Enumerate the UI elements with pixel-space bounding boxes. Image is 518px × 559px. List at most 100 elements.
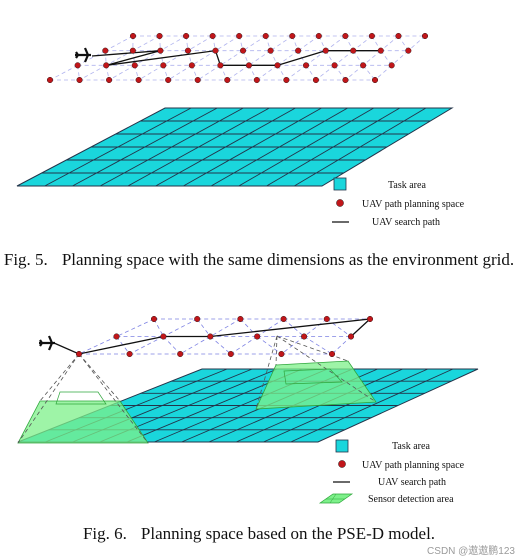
planning-node [315, 32, 322, 40]
planning-node [160, 62, 167, 69]
sensor-footprint [255, 360, 377, 410]
planning-node [183, 32, 190, 40]
planning-node [217, 62, 224, 69]
sensor-ray [17, 353, 80, 444]
planning-edge [134, 50, 161, 66]
planning-edge [179, 336, 211, 355]
planning-node [328, 350, 336, 358]
planning-node [240, 47, 247, 54]
legend-planning-node [336, 199, 344, 207]
figure-5: Task area UAV path planning space UAV se… [16, 32, 465, 228]
planning-nodes-fig5 [46, 32, 429, 84]
planning-diagonal [196, 318, 211, 337]
planning-edge [391, 50, 409, 66]
planning-edge [352, 35, 373, 51]
planning-edge [79, 64, 107, 81]
uav-search-path-fig6 [53, 318, 372, 355]
planning-node [245, 62, 252, 69]
planning-node [224, 76, 231, 84]
legend-search-path-label: UAV search path [372, 217, 440, 228]
planning-node [156, 32, 163, 40]
planning-edge [345, 65, 364, 81]
planning-node [278, 350, 285, 358]
sensor-ray [39, 353, 80, 402]
planning-edge [270, 35, 293, 51]
legend-task-area-swatch [333, 177, 347, 191]
planning-node [405, 47, 412, 54]
planning-edge [331, 336, 352, 355]
planning-node [322, 47, 329, 54]
planning-space-lines-fig5 [49, 35, 426, 81]
planning-node [350, 47, 357, 54]
planning-node [421, 32, 429, 40]
planning-edge [334, 50, 354, 66]
planning-edge [108, 64, 135, 81]
legend-task-area-label: Task area [388, 180, 426, 191]
planning-diagonal [163, 336, 181, 355]
planning-edge [227, 65, 250, 81]
planning-node [131, 62, 138, 69]
planning-node [371, 76, 379, 84]
planning-node [106, 76, 113, 84]
planning-node [74, 62, 81, 69]
planning-node [150, 315, 158, 323]
planning-edge [105, 35, 134, 52]
planning-diagonal [153, 318, 164, 337]
planning-node [135, 76, 142, 84]
planning-edge [163, 50, 189, 66]
legend-sensor-swatch [318, 493, 354, 504]
sensor-ray [78, 353, 121, 402]
uav-icon [39, 335, 55, 351]
planning-edge [49, 64, 78, 81]
planning-diagonal [303, 336, 333, 355]
planning-node [301, 333, 308, 340]
sensor-area-left [17, 353, 149, 444]
planning-edge [277, 50, 299, 66]
planning-node [302, 62, 310, 69]
planning-node [280, 315, 287, 323]
planning-node [126, 350, 133, 358]
planning-node [194, 315, 201, 323]
planning-node [188, 62, 195, 69]
planning-edge [408, 35, 426, 51]
sensor-area-right [255, 335, 377, 410]
sensor-inner-cell [283, 368, 343, 385]
planning-diagonal [256, 336, 282, 355]
planning-edge [325, 35, 346, 51]
figure-5-number: Fig. 5. [3, 250, 48, 269]
planning-node [254, 333, 261, 340]
planning-node [323, 315, 330, 323]
figure-5-caption-text: Planning space with the same dimensions … [61, 250, 515, 269]
legend-task-area-swatch [335, 439, 349, 453]
planning-edge [286, 65, 307, 81]
planning-node [366, 315, 374, 323]
planning-node [360, 62, 367, 69]
planning-edge [167, 64, 193, 81]
figure-6-caption: Fig. 6.Planning space based on the PSE-D… [0, 523, 518, 544]
planning-edge [242, 35, 266, 52]
figure-6: Task area UAV path planning space UAV se… [17, 315, 479, 505]
sensor-ray [276, 335, 349, 362]
planning-node [46, 76, 54, 84]
planning-node [289, 32, 296, 40]
legend-task-area-label: Task area [392, 441, 430, 452]
planning-diagonal [240, 318, 258, 337]
figure-6-number: Fig. 6. [82, 524, 127, 543]
planning-node [103, 62, 110, 69]
planning-diagonal [210, 336, 232, 355]
task-area-grid-fig5 [16, 107, 454, 187]
planning-node [262, 32, 269, 40]
sensor-ray [255, 335, 278, 410]
planning-node [177, 350, 184, 358]
planning-edge [315, 65, 335, 81]
planning-node [76, 76, 83, 84]
planning-node [237, 315, 244, 323]
planning-node [75, 350, 83, 358]
planning-edge [78, 336, 117, 355]
planning-node [129, 47, 136, 54]
planning-node [283, 76, 290, 84]
planning-edge [220, 50, 244, 66]
planning-node [295, 47, 302, 54]
planning-node [212, 47, 219, 54]
planning-node [184, 47, 192, 54]
